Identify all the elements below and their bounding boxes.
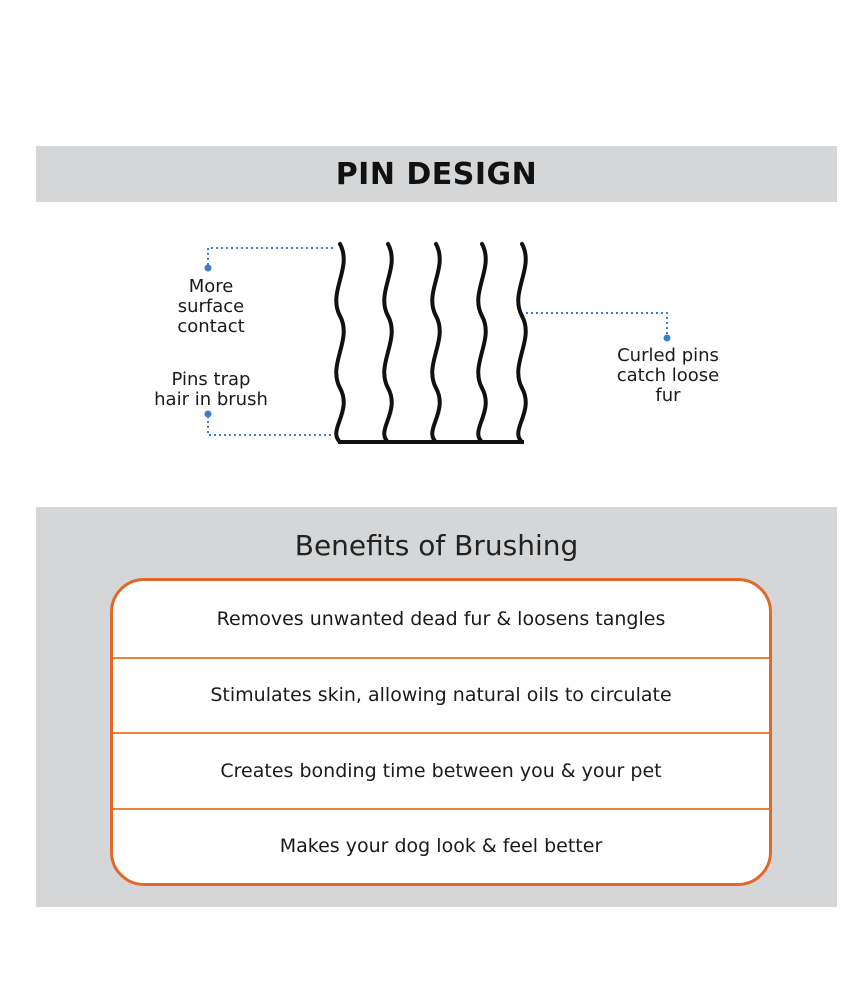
pin-1 bbox=[334, 242, 346, 444]
benefits-panel: Benefits of Brushing Removes unwanted de… bbox=[36, 507, 837, 907]
leader-dot-curled-pins bbox=[663, 334, 671, 342]
pin-3 bbox=[430, 242, 442, 444]
callout-curled-pins: Curled pins catch loose fur bbox=[616, 345, 720, 406]
leader-dot-trap-hair bbox=[204, 410, 212, 418]
benefit-item: Creates bonding time between you & your … bbox=[113, 732, 769, 808]
pin-5 bbox=[516, 242, 528, 444]
benefits-list: Removes unwanted dead fur & loosens tang… bbox=[110, 578, 772, 886]
leader-trap-hair bbox=[207, 416, 333, 436]
callout-surface-contact: More surface contact bbox=[177, 276, 245, 337]
benefit-item: Removes unwanted dead fur & loosens tang… bbox=[216, 607, 666, 630]
page-title: PIN DESIGN bbox=[335, 156, 538, 192]
leader-surface-contact bbox=[207, 247, 333, 266]
leader-curled-pins bbox=[526, 312, 668, 336]
callout-trap-hair: Pins trap hair in brush bbox=[154, 369, 268, 410]
benefits-heading: Benefits of Brushing bbox=[294, 529, 579, 562]
pin-4 bbox=[476, 242, 488, 444]
title-band: PIN DESIGN bbox=[36, 146, 837, 202]
benefit-item: Makes your dog look & feel better bbox=[113, 807, 769, 884]
leader-dot-surface-contact bbox=[204, 264, 212, 272]
benefit-item: Stimulates skin, allowing natural oils t… bbox=[113, 656, 769, 733]
pin-2 bbox=[382, 242, 394, 444]
